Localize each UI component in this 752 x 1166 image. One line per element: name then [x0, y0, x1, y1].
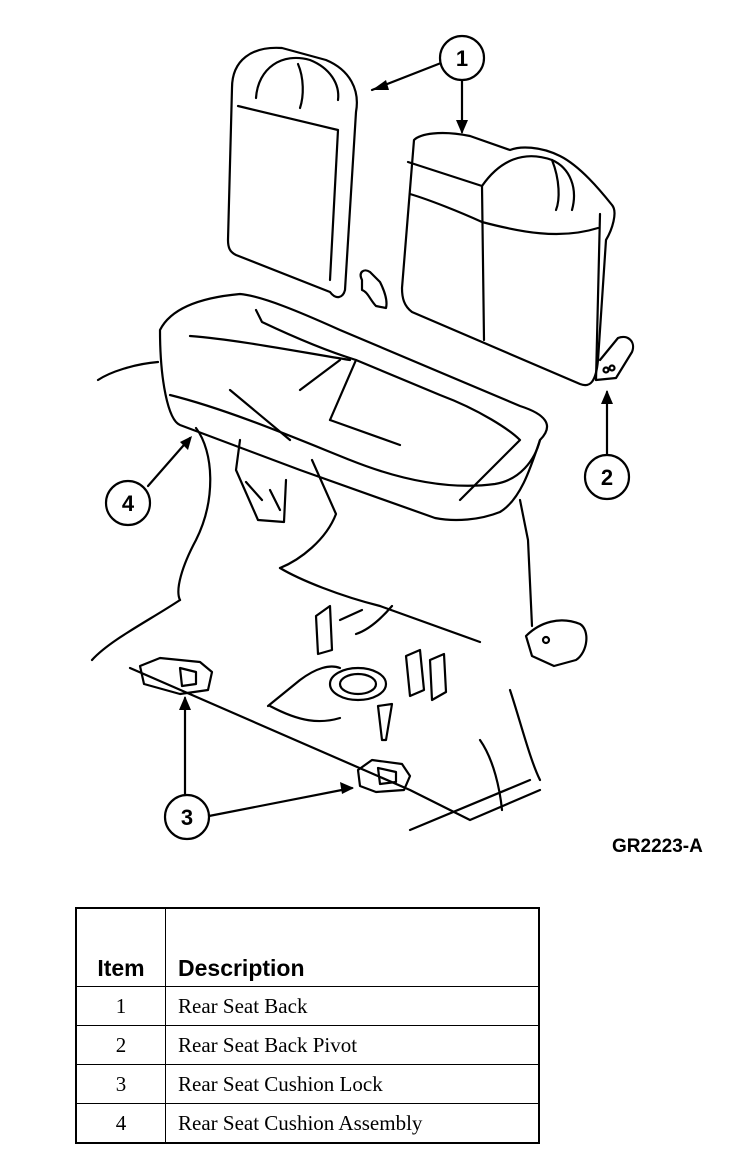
right-seat-back	[400, 131, 616, 387]
legend-table: Item Description 1 Rear Seat Back 2 Rear…	[75, 907, 540, 1144]
callout-4: 4	[104, 479, 152, 527]
figure-code: GR2223-A	[612, 836, 703, 857]
legend-header-description: Description	[165, 907, 540, 987]
callout-2: 2	[583, 453, 631, 501]
seat-back-pivot	[594, 335, 635, 382]
leader-arrowheads	[179, 80, 613, 794]
table-row: 4 Rear Seat Cushion Assembly	[75, 1103, 540, 1144]
floor-pan	[90, 360, 542, 832]
legend-item-number: 3	[75, 1064, 166, 1104]
seat-diagram: 1 2 4 3	[90, 34, 635, 841]
legend-item-number: 2	[75, 1025, 166, 1065]
cushion-lock-right	[356, 758, 412, 794]
callout-3: 3	[163, 793, 211, 841]
table-row: 2 Rear Seat Back Pivot	[75, 1025, 540, 1065]
callout-3-label: 3	[181, 805, 193, 830]
table-row: 3 Rear Seat Cushion Lock	[75, 1064, 540, 1104]
callout-4-label: 4	[122, 491, 135, 516]
legend-item-description: Rear Seat Back	[165, 986, 540, 1026]
callout-2-label: 2	[601, 465, 613, 490]
legend-item-description: Rear Seat Back Pivot	[165, 1025, 540, 1065]
cushion-bracket	[177, 426, 338, 602]
seat-cushion	[158, 292, 548, 522]
seat-back-latch	[359, 269, 388, 310]
right-side-bracket	[524, 619, 588, 668]
callout-1a: 1	[438, 34, 486, 82]
legend-item-number: 1	[75, 986, 166, 1026]
floor-floor-details	[314, 604, 448, 742]
cushion-lock-left	[138, 656, 214, 696]
table-row: 1 Rear Seat Back	[75, 986, 540, 1026]
callout-1a-label: 1	[456, 46, 468, 71]
left-seat-back	[226, 46, 358, 299]
legend-item-description: Rear Seat Cushion Lock	[165, 1064, 540, 1104]
legend-header-item: Item	[75, 907, 166, 987]
legend-item-description: Rear Seat Cushion Assembly	[165, 1103, 540, 1144]
legend-header-row: Item Description	[75, 907, 540, 987]
legend-item-number: 4	[75, 1103, 166, 1144]
